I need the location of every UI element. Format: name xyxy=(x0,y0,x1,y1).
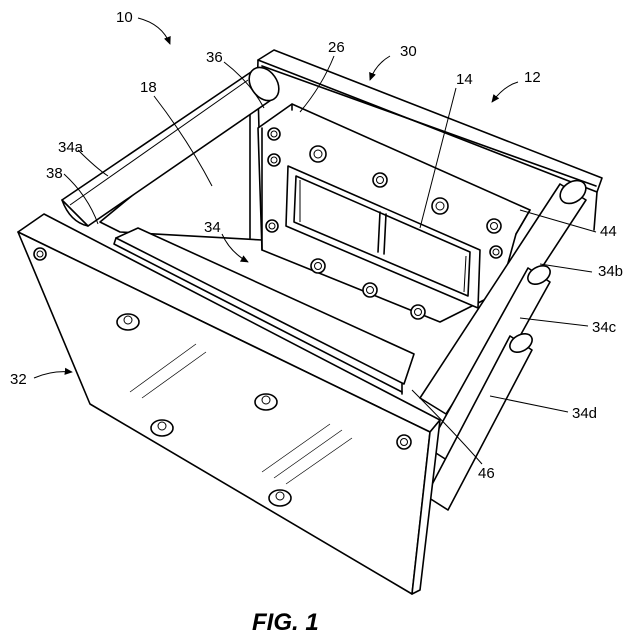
label-30: 30 xyxy=(400,43,417,60)
label-44: 44 xyxy=(600,223,617,240)
figure-caption: FIG. 1 xyxy=(252,609,319,636)
label-36: 36 xyxy=(206,49,223,66)
label-34d: 34d xyxy=(572,405,597,422)
label-34c: 34c xyxy=(592,319,617,336)
label-34: 34 xyxy=(204,219,221,236)
label-26: 26 xyxy=(328,39,345,56)
label-18: 18 xyxy=(140,79,157,96)
label-12: 12 xyxy=(524,69,541,86)
label-14: 14 xyxy=(456,71,473,88)
label-38: 38 xyxy=(46,165,63,182)
label-34a: 34a xyxy=(58,139,84,156)
label-32: 32 xyxy=(10,371,27,388)
label-34b: 34b xyxy=(598,263,623,280)
label-46: 46 xyxy=(478,465,495,482)
label-10: 10 xyxy=(116,9,133,26)
